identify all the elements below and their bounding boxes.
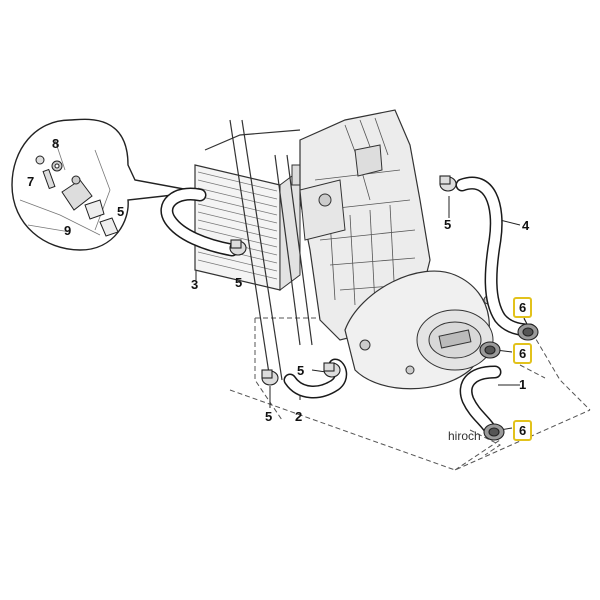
seal-6-middle: [479, 341, 501, 359]
callout-6-highlighted: 6: [513, 420, 533, 441]
callout-2: 2: [295, 409, 303, 424]
clamp-5-radiator: [229, 239, 247, 256]
callout-5: 5: [235, 275, 243, 290]
hose-3: [160, 187, 239, 257]
callout-3: 3: [191, 277, 199, 292]
callout-5: 5: [117, 204, 125, 219]
clamp-5-lower-left: [261, 369, 279, 386]
callout-1: 1: [519, 377, 527, 392]
seals: [479, 323, 539, 441]
clamp-5-upper-right: [439, 175, 457, 192]
clamp-5-mid: [323, 362, 341, 378]
callout-5: 5: [444, 217, 452, 232]
callout-6-highlighted: 6: [513, 343, 533, 364]
hose-4: [455, 176, 537, 337]
callout-4: 4: [522, 218, 530, 233]
engine-side-cover: [344, 270, 494, 390]
radiator: [194, 164, 307, 291]
watermark: hiroch: [448, 429, 481, 443]
callout-7: 7: [27, 174, 35, 189]
callout-5: 5: [297, 363, 305, 378]
callout-8: 8: [52, 136, 60, 151]
seal-6-bottom: [483, 423, 505, 441]
callout-6-highlighted: 6: [513, 297, 533, 318]
hose-clamps: [229, 175, 457, 386]
hose-1: [459, 365, 502, 439]
frame-tubes: [204, 119, 313, 381]
inset-detail-circle: [11, 118, 201, 251]
callout-9: 9: [64, 223, 72, 238]
seal-6-top: [517, 323, 539, 341]
callout-5: 5: [265, 409, 273, 424]
